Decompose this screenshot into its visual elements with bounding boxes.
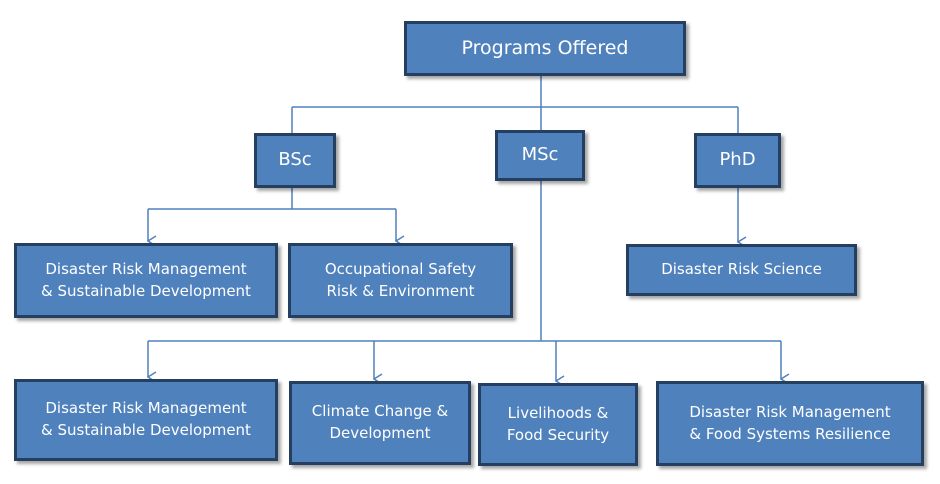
phd-label: PhD xyxy=(719,149,756,171)
msc-program-box: Livelihoods & Food Security xyxy=(478,383,638,466)
msc-label: MSc xyxy=(521,144,559,166)
program-label: Livelihoods & Food Security xyxy=(506,403,610,444)
phd-program-box: Disaster Risk Science xyxy=(626,244,857,296)
programs-offered-label: Programs Offered xyxy=(461,36,629,59)
program-label: Disaster Risk Management & Sustainable D… xyxy=(41,259,251,300)
msc-program-box: Disaster Risk Management & Food Systems … xyxy=(656,381,924,466)
bsc-label: BSc xyxy=(278,149,312,171)
program-label: Occupational Safety Risk & Environment xyxy=(324,259,477,300)
bsc-program-box: Occupational Safety Risk & Environment xyxy=(288,243,513,318)
msc-program-box: Climate Change & Development xyxy=(289,381,471,465)
msc-box: MSc xyxy=(495,130,585,181)
program-label: Disaster Risk Management & Sustainable D… xyxy=(41,399,251,439)
bsc-program-box: Disaster Risk Management & Sustainable D… xyxy=(14,243,278,318)
bsc-box: BSc xyxy=(254,133,336,188)
program-label: Climate Change & Development xyxy=(311,402,449,442)
msc-program-box: Disaster Risk Management & Sustainable D… xyxy=(14,379,278,461)
program-label: Disaster Risk Science xyxy=(661,260,822,279)
program-label: Disaster Risk Management & Food Systems … xyxy=(689,402,891,443)
phd-box: PhD xyxy=(694,133,781,188)
programs-offered-box: Programs Offered xyxy=(404,21,686,76)
